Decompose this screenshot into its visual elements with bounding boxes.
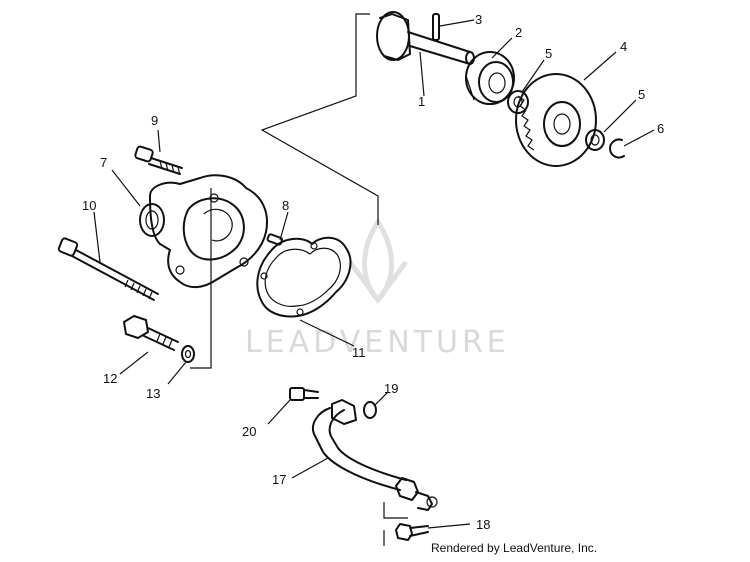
- callout-label: 17: [272, 472, 286, 487]
- bearing: [465, 51, 515, 105]
- callout-label: 2: [515, 25, 522, 40]
- assembly-lines: [190, 13, 379, 369]
- water-pipe: [312, 399, 438, 511]
- callout-label: 20: [242, 424, 256, 439]
- callout-label: 18: [476, 517, 490, 532]
- leader-lines: [93, 19, 655, 546]
- callout-label: 5: [545, 46, 552, 61]
- pump-housing: [139, 174, 268, 288]
- callout-label: 11: [352, 345, 366, 360]
- watermark-logo: [347, 217, 409, 305]
- callout-label: 5: [638, 87, 645, 102]
- circlip: [609, 138, 625, 159]
- pin: [432, 13, 440, 41]
- flange-bolt: [123, 315, 179, 351]
- callout-label: 1: [418, 94, 425, 109]
- watermark-text: LEADVENTURE: [245, 325, 510, 360]
- callout-label: 12: [103, 371, 117, 386]
- callout-label: 13: [146, 386, 160, 401]
- sealing-washer: [181, 345, 195, 363]
- footer-credit: Rendered by LeadVenture, Inc.: [431, 541, 598, 555]
- bolt-long: [57, 237, 159, 301]
- gasket: [256, 236, 352, 318]
- callout-label: 3: [475, 12, 482, 27]
- callout-label: 19: [384, 381, 398, 396]
- union-bolt: [289, 387, 319, 401]
- o-ring: [363, 401, 377, 419]
- impeller-shaft: [376, 11, 475, 65]
- callout-label: 7: [100, 155, 107, 170]
- callout-label: 4: [620, 39, 627, 54]
- gear: [515, 73, 597, 167]
- callout-label: 10: [82, 198, 96, 213]
- callout-label: 9: [151, 113, 158, 128]
- pipe-bolt: [395, 523, 429, 541]
- callouts: 1 2 3 4 5 5 6 7 8 9 10 11 12 13 17 18 19…: [82, 12, 664, 532]
- leadventure-watermark: LEADVENTURE: [245, 217, 510, 360]
- callout-label: 8: [282, 198, 289, 213]
- bolt-short: [134, 145, 183, 176]
- callout-label: 6: [657, 121, 664, 136]
